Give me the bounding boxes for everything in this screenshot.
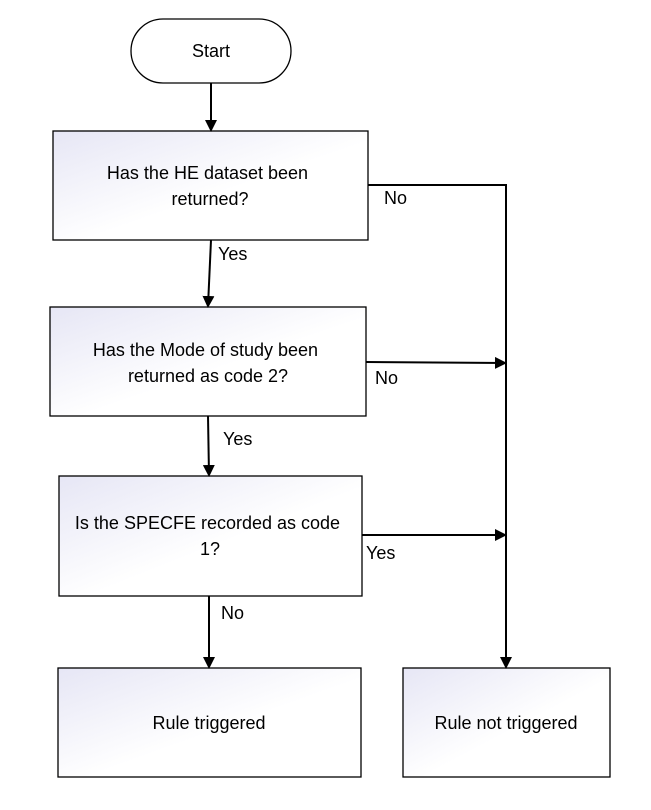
start-node-label: Start	[192, 41, 230, 61]
arrow-q1-no	[368, 184, 512, 669]
question-specfe-line-1: Is the SPECFE recorded as code	[75, 513, 340, 533]
edge-label-q3-no: No	[221, 603, 244, 623]
question-mode-of-study-label: Has the Mode of study been returned as c…	[93, 340, 323, 386]
arrow-q2-yes	[202, 415, 215, 477]
edge-label-q1-no: No	[384, 188, 407, 208]
question-specfe-box	[58, 475, 363, 597]
rule-not-triggered-label: Rule not triggered	[434, 713, 577, 733]
question-specfe-label: Is the SPECFE recorded as code 1?	[75, 513, 345, 559]
edge-label-q2-no: No	[375, 368, 398, 388]
question-he-dataset-label: Has the HE dataset been returned?	[107, 163, 313, 209]
rule-triggered-label: Rule triggered	[152, 713, 265, 733]
question-he-dataset-line-1: Has the HE dataset been	[107, 163, 308, 183]
question-he-dataset-line-2: returned?	[171, 189, 248, 209]
question-he-dataset-box	[52, 130, 369, 241]
arrow-q1-yes	[202, 239, 215, 308]
arrow-q2-no	[365, 356, 507, 369]
edge-label-q2-yes: Yes	[223, 429, 252, 449]
edge-label-q3-yes: Yes	[366, 543, 395, 563]
question-mode-of-study-box	[49, 306, 367, 417]
question-specfe-line-2: 1?	[200, 539, 220, 559]
rule-triggered-box	[57, 667, 362, 778]
rule-not-triggered-box	[402, 667, 611, 778]
edge-label-q1-yes: Yes	[218, 244, 247, 264]
question-mode-of-study-line-2: returned as code 2?	[128, 366, 288, 386]
question-mode-of-study-line-1: Has the Mode of study been	[93, 340, 318, 360]
